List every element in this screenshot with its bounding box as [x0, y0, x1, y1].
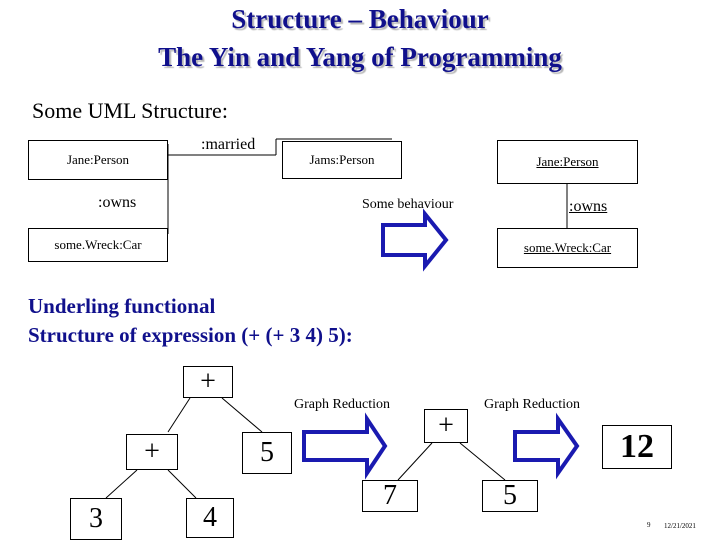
tree-node-4-label: 4 [203, 502, 217, 533]
uml-car-box-right: some.Wreck:Car [497, 228, 638, 268]
expr-heading-line1: Underling functional [28, 294, 216, 318]
graph-reduction-arrow-1 [302, 412, 388, 480]
tree-node-3-label: 3 [89, 503, 103, 534]
step1-node-7-label: 7 [383, 480, 397, 511]
behaviour-label: Some behaviour [362, 197, 454, 212]
uml-jane-person-label-right: Jane:Person [536, 154, 599, 169]
graph-reduction-label-2: Graph Reduction [484, 397, 581, 412]
tree-node-3: 3 [70, 498, 122, 540]
graph-reduction-label-1: Graph Reduction [294, 397, 391, 412]
slide-title-line1: Structure – Behaviour [231, 4, 489, 34]
tree-node-5-label: 5 [260, 437, 274, 468]
tree-node-root-plus-label: + [200, 366, 216, 397]
owns-label-right: :owns [569, 198, 608, 215]
uml-jams-person-box: Jams:Person [282, 141, 402, 179]
uml-jane-person-box-right: Jane:Person [497, 140, 638, 184]
tree-edge-inner-3 [105, 469, 138, 499]
tree-edge-inner-4 [167, 469, 197, 499]
uml-jane-person-box: Jane:Person [28, 140, 168, 180]
tree-node-inner-plus: + [126, 434, 178, 470]
expr-heading-line2: Structure of expression (+ (+ 3 4) 5): [28, 323, 353, 347]
owns-label-left: :owns [98, 194, 137, 211]
uml-car-box-left: some.Wreck:Car [28, 228, 168, 262]
uml-car-label-left: some.Wreck:Car [54, 237, 142, 252]
step1-edge-right [459, 442, 506, 481]
graph-reduction-arrow-2 [513, 412, 580, 480]
step1-node-plus-label: + [438, 410, 454, 441]
step1-node-plus: + [424, 409, 468, 443]
tree-node-4: 4 [186, 498, 234, 538]
result-node-12-label: 12 [620, 428, 654, 465]
uml-heading: Some UML Structure: [32, 98, 228, 123]
slide-title-line2: The Yin and Yang of Programming [158, 42, 562, 72]
married-label: :married [201, 136, 256, 153]
uml-car-label-right: some.Wreck:Car [523, 240, 612, 255]
uml-jane-person-label: Jane:Person [66, 152, 130, 167]
step1-node-5: 5 [482, 480, 538, 512]
tree-edge-root-5 [221, 397, 263, 433]
result-node-12: 12 [602, 425, 672, 469]
behaviour-arrow [381, 208, 449, 272]
step1-edge-left [397, 442, 433, 481]
page-number: 9 [647, 521, 651, 529]
tree-node-inner-plus-label: + [144, 436, 160, 467]
step1-node-5-label: 5 [503, 480, 517, 511]
tree-node-5: 5 [242, 432, 292, 474]
tree-edge-root-inner [167, 397, 191, 433]
tree-node-root-plus: + [183, 366, 233, 398]
uml-jams-person-label: Jams:Person [309, 152, 375, 167]
slide-date: 12/21/2021 [664, 522, 696, 530]
step1-node-7: 7 [362, 480, 418, 512]
